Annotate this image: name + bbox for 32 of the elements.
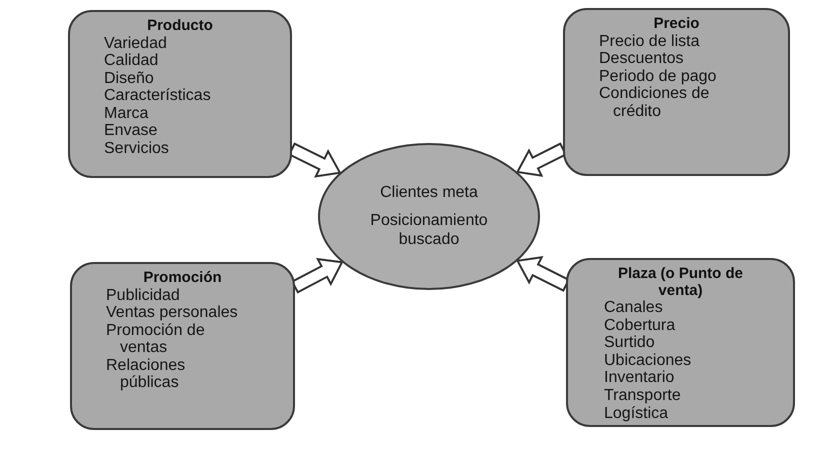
center-text: Clientes meta <box>379 184 479 202</box>
list-item: Calidad <box>103 52 160 70</box>
box-heading: Precio <box>652 16 700 32</box>
box-heading: Plaza (o Punto de venta) <box>616 266 744 299</box>
list-item: Inventario <box>603 369 676 387</box>
category-box <box>70 262 295 430</box>
list-item: Surtido <box>603 334 656 352</box>
list-item: Ventas personales <box>105 304 239 322</box>
list-item: Características <box>103 87 212 105</box>
box-heading: Promoción <box>142 270 223 286</box>
list-item: Transporte <box>603 386 682 405</box>
box-heading: Producto <box>146 18 214 34</box>
list-item: Descuentos <box>598 50 684 68</box>
category-box <box>68 10 292 178</box>
list-item: Promoción de ventas <box>105 322 206 357</box>
category-box <box>563 8 790 176</box>
list-item: Diseño <box>103 70 155 88</box>
list-item: Cobertura <box>603 316 676 334</box>
list-item: Marca <box>103 104 150 122</box>
list-item: Variedad <box>103 34 168 52</box>
list-item: Envase <box>103 122 158 140</box>
list-item: Relaciones públicas <box>105 356 186 392</box>
list-item: Logística <box>603 404 670 422</box>
list-item: Periodo de pago <box>598 68 718 86</box>
list-item: Ubicaciones <box>603 352 692 370</box>
category-box <box>566 258 795 427</box>
list-item: Servicios <box>103 140 170 158</box>
list-item: Publicidad <box>105 286 181 304</box>
list-item: Precio de lista <box>598 32 700 50</box>
list-item: Canales <box>603 299 664 317</box>
center-text: Posicionamiento buscado <box>369 212 489 250</box>
list-item: Condiciones de crédito <box>598 85 710 120</box>
